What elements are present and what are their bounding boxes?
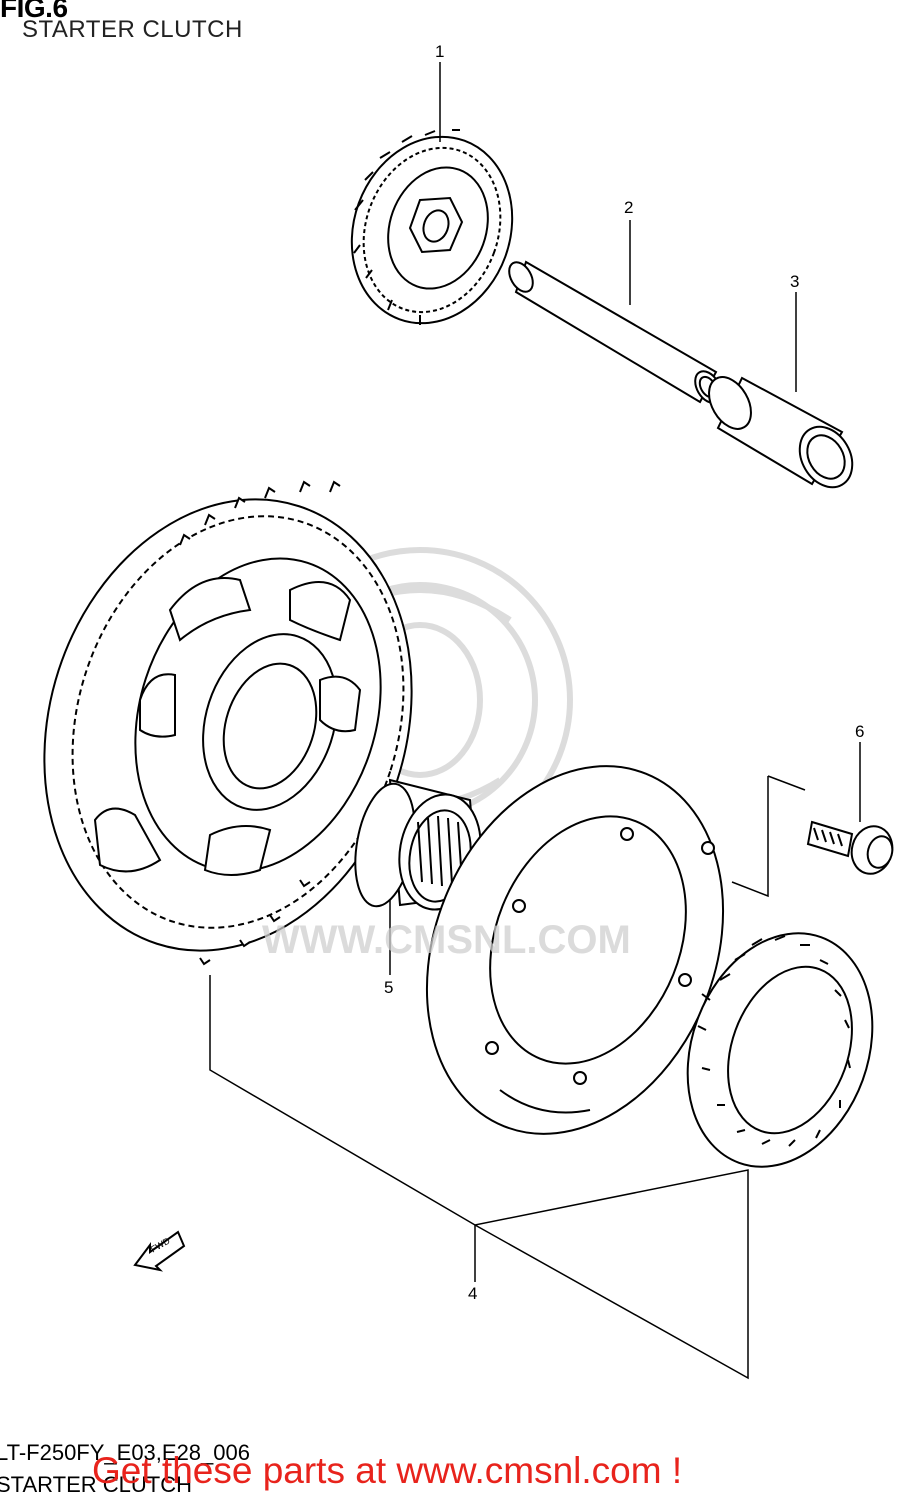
part-4-one-way-clutch[interactable] <box>656 907 900 1193</box>
callout-5[interactable]: 5 <box>384 978 394 997</box>
part-4-clutch-housing[interactable] <box>374 721 776 1178</box>
part-6-bolt[interactable] <box>806 820 898 879</box>
callout-1[interactable]: 1 <box>435 42 445 61</box>
part-4-driven-gear[interactable] <box>0 451 468 998</box>
callout-4[interactable]: 4 <box>468 1284 478 1303</box>
part-1-drive-gear[interactable] <box>326 114 538 346</box>
parts-link-banner[interactable]: Get these parts at www.cmsnl.com ! <box>92 1450 683 1491</box>
fwd-arrow-icon <box>133 1230 186 1272</box>
callout-6[interactable]: 6 <box>855 722 865 741</box>
leader-lines <box>209 62 861 1380</box>
watermark-text: WWW.CMSNL.COM <box>262 918 631 962</box>
figure-title: STARTER CLUTCH <box>22 16 243 43</box>
callout-3[interactable]: 3 <box>790 272 800 291</box>
figure-number: FIG.6 <box>0 0 68 23</box>
part-2-shaft[interactable] <box>504 258 726 407</box>
drawing-name: STARTER CLUTCH <box>0 1472 192 1497</box>
drawing-code: LT-F250FY_E03,E28_006 <box>0 1440 250 1465</box>
part-3-bushing[interactable] <box>700 370 862 497</box>
callout-2[interactable]: 2 <box>624 198 634 217</box>
